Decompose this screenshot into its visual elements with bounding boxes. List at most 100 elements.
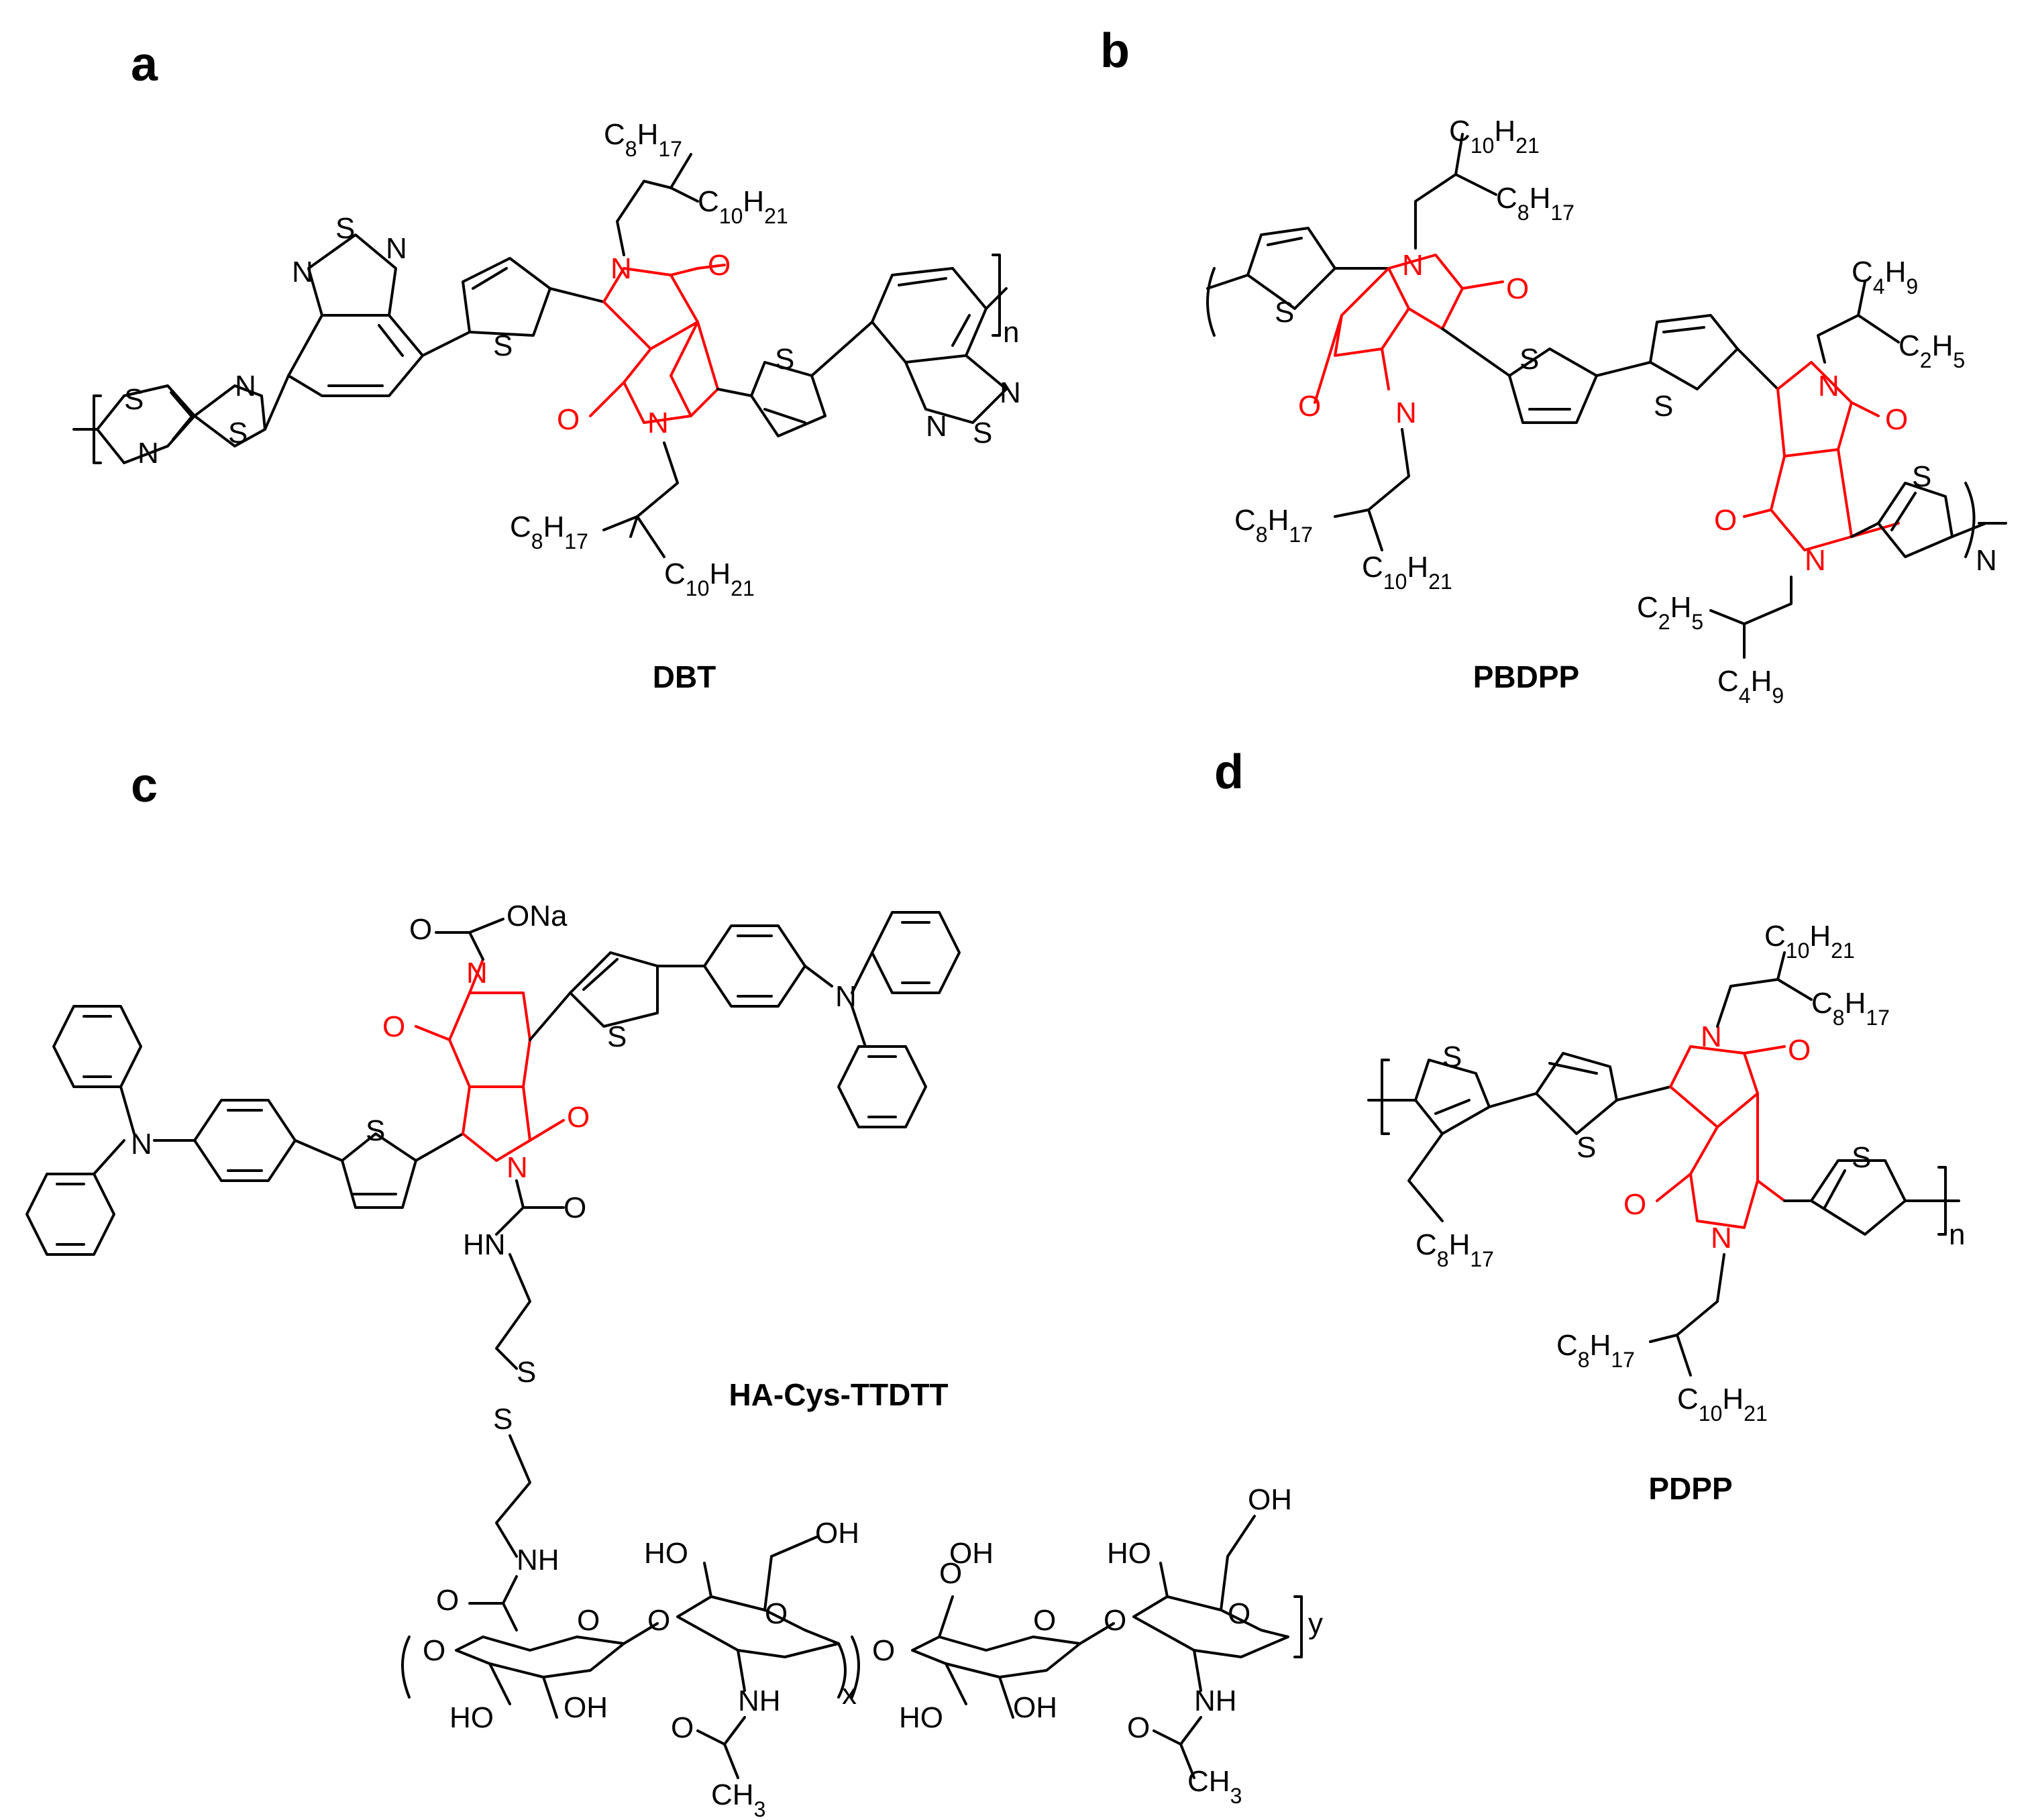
- acetyl-2: [1153, 1716, 1202, 1779]
- atom-o: O: [1298, 390, 1321, 423]
- polymer-bracket-left-b: [1206, 267, 1249, 337]
- thiophene-b-1: [1246, 227, 1390, 310]
- atom-o: O: [765, 1597, 788, 1630]
- panel-c: c N S O O N N O ONa: [25, 759, 1323, 1820]
- alkyl-chain-d-bottom: [1649, 1253, 1725, 1377]
- atom-n: N: [1000, 376, 1021, 409]
- atom-n: N: [1711, 1222, 1732, 1254]
- chain-c10h21-d-top: C10H21: [1764, 920, 1855, 963]
- atom-s: S: [973, 417, 992, 449]
- cystamine-linker-2: [495, 1434, 531, 1558]
- atom-s: S: [775, 343, 794, 376]
- atom-n: N: [647, 407, 669, 439]
- compound-name-dbt: DBT: [653, 659, 716, 694]
- atom-s: S: [335, 212, 355, 245]
- svg-text:C8H17: C8H17: [1811, 987, 1890, 1030]
- thiophene-c-2: [529, 951, 706, 1041]
- atom-o: O: [872, 1634, 895, 1667]
- triphenylamine-right: [703, 911, 961, 1128]
- svg-text:C10H21: C10H21: [1677, 1383, 1768, 1426]
- dpp-core-a: [589, 264, 726, 424]
- atom-nh: NH: [738, 1684, 781, 1717]
- dpp-core-d: [1656, 1045, 1786, 1229]
- chain-c10h21-a-bottom: C10H21: [664, 557, 755, 600]
- atom-oh: OH: [1248, 1483, 1292, 1516]
- atom-nh: NH: [517, 1544, 559, 1576]
- atom-s: S: [1577, 1131, 1596, 1164]
- thiophene-b-end: [1850, 482, 2007, 558]
- atom-n: N: [292, 256, 313, 288]
- chain-c2h5-b: C2H5: [1899, 329, 1965, 372]
- polymer-bracket-right: [985, 254, 1008, 337]
- chain-c10h21-b-bottom: C10H21: [1362, 551, 1452, 594]
- thiophene-d-end: [1783, 1159, 1960, 1236]
- atom-o: O: [1885, 403, 1908, 436]
- alkyl-chain-b-bottom: [1334, 428, 1410, 551]
- atom-ho: HO: [1107, 1537, 1151, 1570]
- carboxylate-group: [435, 918, 504, 961]
- svg-text:C8H17: C8H17: [1415, 1228, 1494, 1271]
- benzothiadiazole-unit-1: [287, 233, 471, 397]
- svg-text:C10H21: C10H21: [1764, 920, 1855, 963]
- sodium-carboxylate: ONa: [506, 900, 568, 932]
- atom-s: S: [1275, 296, 1294, 329]
- chain-c2h5-b-bottom: C2H5: [1637, 591, 1703, 634]
- alkyl-chain-b2-bottom: [1709, 576, 1793, 659]
- atom-o: O: [1127, 1711, 1150, 1744]
- atom-o: O: [1104, 1604, 1126, 1637]
- atom-ho: HO: [899, 1701, 943, 1734]
- atom-o: O: [557, 403, 580, 436]
- chain-c4h9-b-bottom: C4H9: [1717, 665, 1784, 708]
- atom-s: S: [1442, 1040, 1462, 1073]
- acetyl-1: [696, 1716, 746, 1779]
- chain-c4h9-b: C4H9: [1852, 256, 1918, 299]
- atom-oh: OH: [815, 1517, 859, 1550]
- atom-ho: HO: [644, 1537, 688, 1570]
- chain-c8h17-b-top: C8H17: [1496, 182, 1574, 225]
- thiophene-d-2: [1535, 1052, 1672, 1135]
- svg-text:C10H21: C10H21: [1449, 115, 1540, 158]
- atom-oh: OH: [1013, 1691, 1057, 1724]
- atom-n: N: [506, 1151, 528, 1184]
- chain-c8h17-d-bottom: C8H17: [1556, 1329, 1635, 1372]
- dpp-core-c: [415, 958, 565, 1162]
- repeat-n: n: [1949, 1218, 1965, 1251]
- atom-s: S: [493, 329, 513, 362]
- polymer-bracket-ha-left: [401, 1636, 411, 1699]
- panel-a: a S N S N S N N S: [72, 38, 1021, 694]
- atom-oh: OH: [949, 1537, 994, 1570]
- glcnac-ring-2: [1132, 1515, 1303, 1692]
- compound-name-pdpp: PDPP: [1648, 1471, 1732, 1506]
- atom-n: N: [1402, 249, 1424, 282]
- atom-n: N: [386, 232, 407, 265]
- repeat-y: y: [1308, 1607, 1323, 1640]
- panel-d: d S C8H17 S O O N N C10H21 C8H17: [1214, 745, 1965, 1506]
- atom-s: S: [607, 1020, 627, 1053]
- panel-label-d: d: [1214, 745, 1244, 799]
- panel-b: b S O O N N C10H21 C8H17 C8H17 C10H21: [1100, 24, 2007, 708]
- thiophene-unit-1: [462, 257, 605, 337]
- chain-c8h17-a-bottom: C8H17: [510, 511, 588, 553]
- chain-c10h21-d-bottom: C10H21: [1677, 1383, 1768, 1426]
- polymer-bracket-left-d: [1367, 1059, 1417, 1135]
- glcnac-ring-1: [676, 1535, 847, 1699]
- amide-link-2: [468, 1575, 518, 1631]
- atom-o: O: [567, 1101, 590, 1134]
- chain-c8h17-a-top: C8H17: [604, 118, 682, 161]
- atom-n: N: [138, 437, 159, 470]
- repeat-n: n: [1003, 316, 1019, 349]
- chain-c8h17-d-side: C8H17: [1415, 1228, 1494, 1271]
- svg-text:CH3: CH3: [1187, 1765, 1242, 1808]
- atom-o: O: [436, 1584, 459, 1617]
- atom-s: S: [366, 1114, 385, 1147]
- dpp-core-b-2: [1743, 361, 1900, 551]
- atom-n: N: [235, 370, 256, 403]
- cystamine-linker-1: [495, 1253, 531, 1370]
- chain-c8h17-d-top: C8H17: [1811, 987, 1890, 1030]
- panel-label-a: a: [131, 38, 158, 91]
- svg-text:C10H21: C10H21: [664, 557, 755, 600]
- alkyl-chain-b2-top: [1817, 280, 1900, 364]
- amide-link: [495, 1179, 565, 1236]
- atom-s: S: [493, 1403, 513, 1436]
